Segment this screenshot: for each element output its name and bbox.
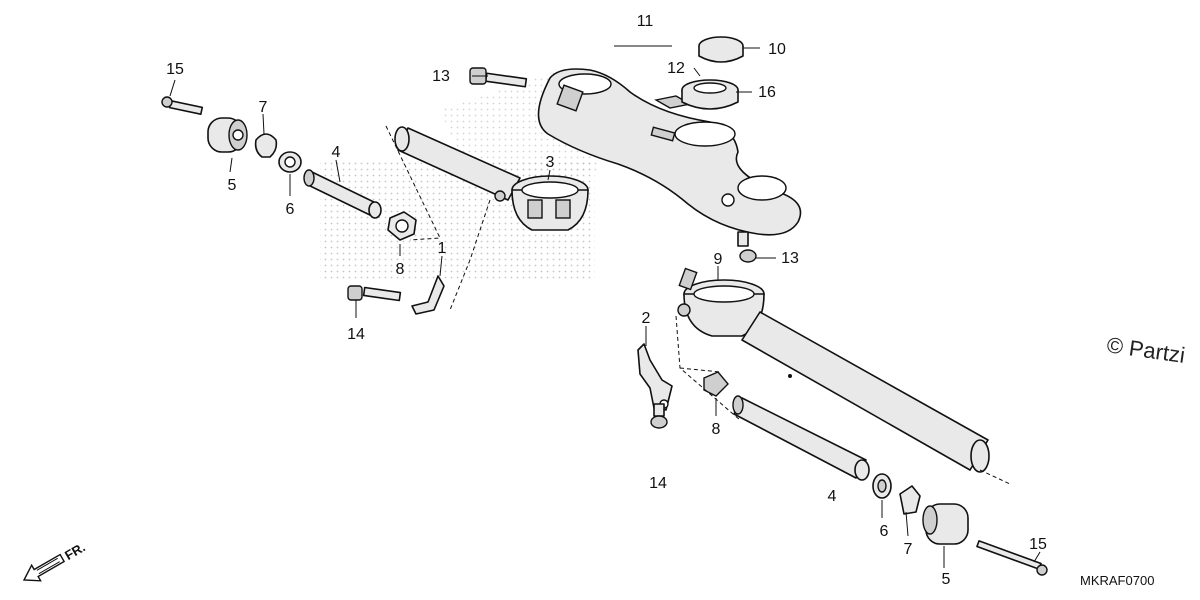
left-handlebar-assembly — [161, 96, 589, 315]
callout-8-right: 8 — [712, 421, 721, 438]
cap-part-10 — [698, 36, 744, 63]
callout-5-right: 5 — [942, 571, 951, 588]
bolt-part-14-right — [650, 403, 668, 429]
stem-nut-part-16 — [681, 79, 739, 110]
handlebar-clamp-part-9 — [677, 267, 765, 337]
front-direction-indicator: FR. — [22, 539, 88, 582]
callout-4-left: 4 — [332, 144, 341, 161]
collar-part-6-right — [872, 473, 892, 499]
handlebar-pipe-right — [741, 311, 990, 473]
callout-9: 9 — [714, 251, 723, 268]
bracket-part-1 — [411, 275, 445, 315]
handlebar-clamp-part-3 — [494, 175, 589, 231]
callout-8-left: 8 — [396, 261, 405, 278]
callout-numbers: 1 2 3 4 4 5 5 6 6 7 7 8 8 9 10 11 12 13 … — [166, 13, 1047, 588]
callout-6-right: 6 — [880, 523, 889, 540]
callout-11: 11 — [637, 13, 654, 30]
callout-7-right: 7 — [904, 541, 913, 558]
collar-part-7-left — [254, 133, 278, 158]
callout-13-lower: 13 — [781, 250, 799, 267]
top-bridge-part-11 — [537, 68, 802, 236]
callout-14-right: 14 — [649, 475, 667, 492]
nut-part-8-left — [387, 211, 417, 241]
bar-end-weight-part-5-left — [207, 117, 248, 153]
front-arrow-icon — [22, 553, 66, 582]
callout-16: 16 — [758, 84, 776, 101]
inner-pipe-part-4-right — [732, 395, 870, 481]
callout-4-right: 4 — [828, 488, 837, 505]
right-handlebar-assembly — [637, 267, 1048, 576]
watermark-text: © Partzi — [1105, 332, 1186, 368]
callout-1: 1 — [438, 240, 447, 257]
callout-15-left: 15 — [166, 61, 184, 78]
front-label: FR. — [62, 539, 88, 562]
collar-part-6-left — [278, 151, 302, 173]
callout-5-left: 5 — [228, 177, 237, 194]
callout-12: 12 — [667, 60, 685, 77]
bolt-part-13-lower — [737, 231, 757, 263]
callout-14-left: 14 — [347, 326, 365, 343]
handlebar-pipe-left — [394, 126, 521, 201]
callout-6-left: 6 — [286, 201, 295, 218]
top-bridge-assembly — [469, 36, 802, 263]
bar-end-weight-part-5-right — [922, 503, 969, 545]
callout-3: 3 — [546, 154, 555, 171]
callout-15-right: 15 — [1029, 536, 1047, 553]
bolt-part-13-top — [469, 67, 528, 88]
diagram-code: MKRAF0700 — [1080, 573, 1154, 588]
callout-7-left: 7 — [259, 99, 268, 116]
inner-pipe-part-4-left — [303, 169, 382, 219]
bolt-part-15-right — [976, 540, 1048, 576]
collar-part-7-right — [899, 485, 921, 515]
bolt-part-14-left — [347, 285, 402, 302]
callout-13-top: 13 — [432, 68, 450, 85]
callout-10: 10 — [768, 41, 786, 58]
leader-lines — [169, 47, 1041, 568]
bolt-part-15-left — [161, 96, 204, 116]
collar-part-8-right — [703, 371, 729, 397]
callout-2: 2 — [642, 310, 651, 327]
bracket-part-2 — [637, 343, 673, 411]
